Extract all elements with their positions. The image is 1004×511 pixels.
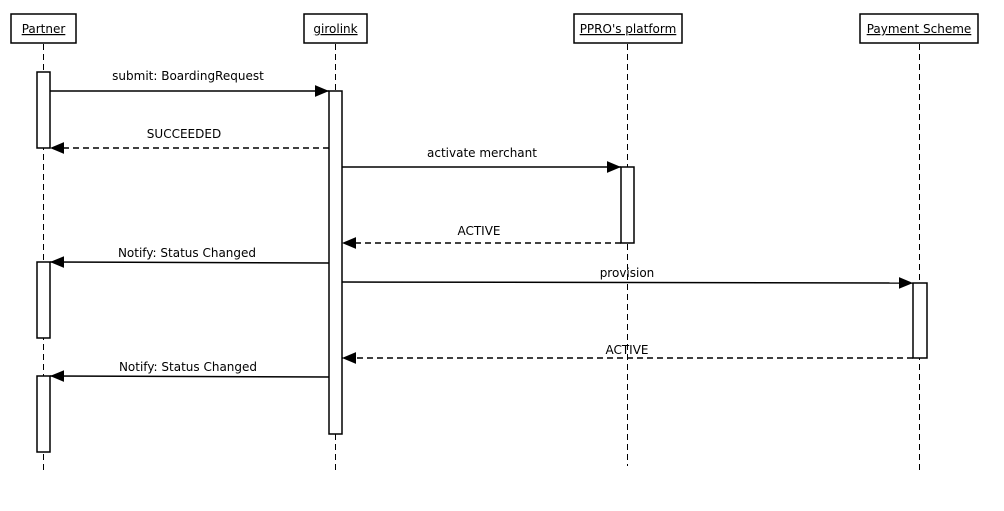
participant-label-scheme: Payment Scheme xyxy=(867,22,972,36)
participant-scheme: Payment Scheme xyxy=(859,13,979,44)
message-label-5: Notify: Status Changed xyxy=(118,246,256,260)
participant-ppro: PPRO's platform xyxy=(573,13,683,44)
message-label-2: SUCCEEDED xyxy=(147,127,221,141)
activation-partner-2 xyxy=(36,261,51,339)
message-label-8: Notify: Status Changed xyxy=(119,360,257,374)
message-label-4: ACTIVE xyxy=(457,224,500,238)
message-arrow-8 xyxy=(49,370,330,382)
message-arrow-5 xyxy=(49,256,330,268)
message-label-6: provision xyxy=(600,266,655,280)
message-label-1: submit: BoardingRequest xyxy=(112,69,264,83)
activation-ppro xyxy=(620,166,635,244)
activation-partner-3 xyxy=(36,375,51,453)
activation-girolink xyxy=(328,90,343,435)
message-label-3: activate merchant xyxy=(427,146,537,160)
message-arrow-6 xyxy=(341,277,914,289)
participant-partner: Partner xyxy=(10,13,77,44)
participant-label-ppro: PPRO's platform xyxy=(580,22,677,36)
message-label-7: ACTIVE xyxy=(605,343,648,357)
participant-label-partner: Partner xyxy=(22,22,66,36)
participant-girolink: girolink xyxy=(303,13,368,44)
activation-partner-1 xyxy=(36,71,51,149)
activation-scheme xyxy=(912,282,928,359)
participant-label-girolink: girolink xyxy=(313,22,357,36)
